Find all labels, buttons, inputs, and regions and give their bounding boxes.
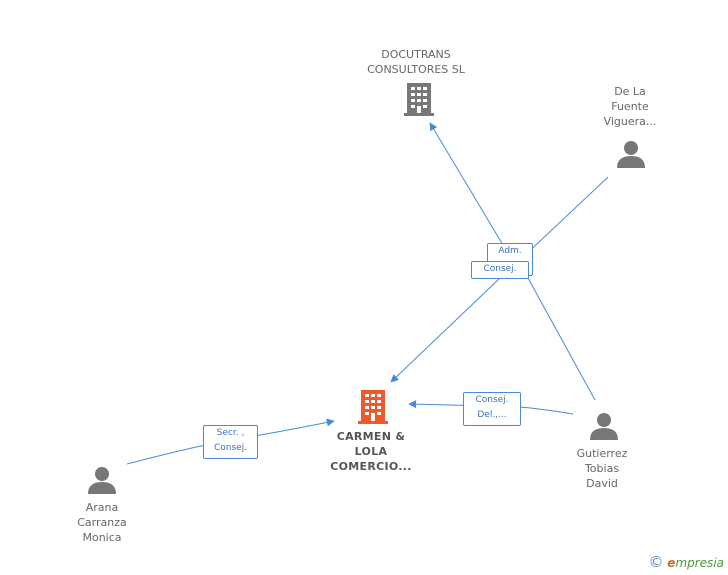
copyright-icon: © [648,553,664,571]
person-icon [617,141,645,168]
edge-consej-to-carmen [390,277,501,383]
edge-label-consej: Consej. [471,261,529,279]
edge-delafuente [519,176,609,261]
edge-label-consej-del: Consej. Del.,... [463,392,521,426]
company-label-docutrans[interactable]: DOCUTRANS CONSULTORES SL [367,48,465,76]
edge-gutierrez-up [527,277,596,401]
edge-adm-to-docutrans [429,122,504,246]
person-icon [590,413,618,440]
company-label-carmen[interactable]: CARMEN & LOLA COMERCIO... [330,430,412,473]
person-label-gutierrez[interactable]: Gutierrez Tobias David [576,447,628,490]
person-label-arana[interactable]: Arana Carranza Monica [77,501,127,544]
brand-logo-text: mpresia [675,556,724,570]
person-label-delafuente[interactable]: De La Fuente Viguera... [603,85,657,128]
brand-logo-e: e [667,556,676,570]
building-icon [404,83,434,116]
brand-footer: © empresia [648,553,724,571]
person-icon [88,467,116,494]
building-icon [358,390,388,424]
edge-label-secr-consej: Secr. , Consej. [203,425,258,459]
